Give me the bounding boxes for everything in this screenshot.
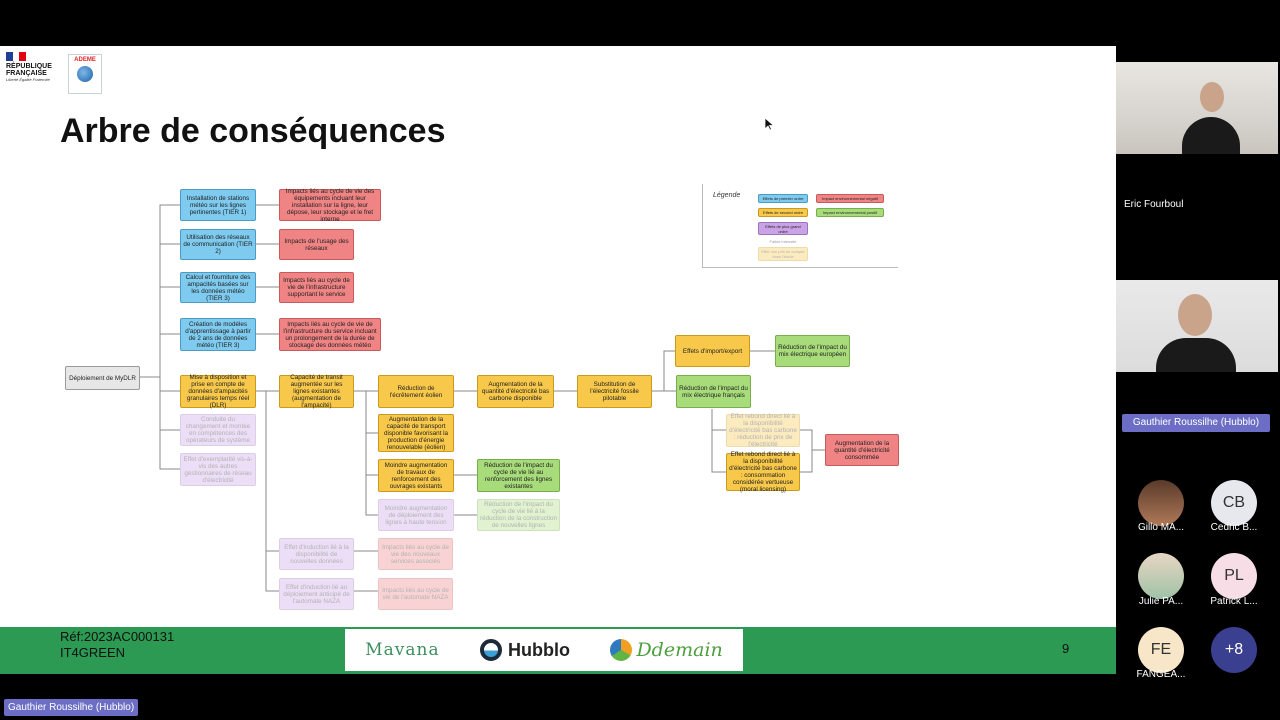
- republique-francaise-logo: RÉPUBLIQUE FRANÇAISE Liberté Égalité Fra…: [6, 52, 60, 96]
- participant-name-gillo: Gillo MA...: [1137, 522, 1185, 533]
- slide-title: Arbre de conséquences: [60, 112, 446, 150]
- legend-item-non-pris-en-compte: Effet non pris en compte dans l'étude: [758, 247, 808, 261]
- slide-footer: Réf:2023AC000131 IT4GREEN Mavana Hubblo …: [0, 627, 1116, 674]
- node-moindre-deploiement: Moindre augmentation de déploiement des …: [378, 499, 454, 531]
- node-induction-naza: Effet d'induction lié au déploiement ant…: [279, 578, 354, 610]
- legend: Légende Effets de premier ordre Impact e…: [702, 184, 898, 268]
- node-reduction-mix-francais: Réduction de l'impact du mix électrique …: [676, 375, 751, 408]
- node-induction-donnees: Effet d'induction lié à la disponibilité…: [279, 538, 354, 570]
- node-reseaux-communication: Utilisation des réseaux de communication…: [180, 229, 256, 260]
- participant-name-patrick: Patrick L...: [1210, 596, 1258, 607]
- avatar-gillo[interactable]: [1138, 480, 1184, 526]
- presenter-name-label: Gauthier Roussilhe (Hubblo): [4, 699, 139, 716]
- node-impacts-infrastructure: Impacts liés au cycle de vie de l'infras…: [279, 272, 354, 303]
- slide-page-number: 9: [1062, 641, 1070, 656]
- consequence-tree-connectors: [140, 204, 825, 592]
- node-reduction-ecretement: Réduction de l'écrêtement éolien: [378, 375, 454, 408]
- legend-item-second-ordre: Effets de second ordre: [758, 208, 808, 217]
- person-silhouette: [1182, 117, 1240, 154]
- node-augmentation-consommation: Augmentation de la quantité d'électricit…: [825, 434, 899, 466]
- node-stations-meteo: Installation de stations météo sur les l…: [180, 189, 256, 221]
- legend-item-faible-intensite: Faible intensité: [769, 238, 797, 244]
- legend-item-premier-ordre: Effets de premier ordre: [758, 194, 808, 203]
- ddemain-logo: Ddemain: [610, 639, 723, 661]
- video-tile-gauthier[interactable]: [1116, 280, 1278, 372]
- node-rebond-prix: Effet rebond direct lié à la disponibili…: [726, 413, 800, 448]
- node-quantite-bas-carbone: Augmentation de la quantité d'électricit…: [477, 375, 554, 408]
- node-substitution-fossile: Substitution de l'électricité fossile pi…: [577, 375, 652, 408]
- node-conduite-changement: Conduite du changement et montée en comp…: [180, 414, 256, 446]
- avatar-cedric[interactable]: CB: [1211, 480, 1257, 526]
- shared-slide: RÉPUBLIQUE FRANÇAISE Liberté Égalité Fra…: [0, 46, 1116, 674]
- video-tile-eric[interactable]: [1116, 62, 1278, 154]
- node-reduction-mix-europeen: Réduction de l'impact du mix électrique …: [775, 335, 850, 367]
- participant-name-cedric: Cedric B...: [1210, 522, 1258, 533]
- legend-item-plus-grand-ordre: Effets de plus grand ordre: [758, 222, 808, 235]
- node-modeles-apprentissage: Création de modèles d'apprentissage à pa…: [180, 318, 256, 351]
- avatar-patrick[interactable]: PL: [1211, 553, 1257, 599]
- legend-item-impact-positif: Impact environnemental positif: [816, 208, 884, 217]
- avatar-fangea[interactable]: FE: [1138, 627, 1184, 673]
- legend-item-impact-negatif: Impact environnemental négatif: [816, 194, 884, 203]
- person-silhouette: [1156, 338, 1236, 372]
- node-moindre-travaux: Moindre augmentation de travaux de renfo…: [378, 459, 454, 492]
- more-participants-button[interactable]: +8: [1211, 627, 1257, 673]
- partner-logos: Mavana Hubblo Ddemain: [345, 629, 743, 671]
- node-calcul-ampacites: Calcul et fourniture des ampacités basée…: [180, 272, 256, 303]
- node-impacts-reseaux: Impacts de l'usage des réseaux: [279, 229, 354, 260]
- participant-name-julie: Julie PA...: [1138, 596, 1184, 607]
- node-effet-exemplarite: Effet d'exemplarité vis-à-vis des autres…: [180, 453, 256, 486]
- hubblo-logo: Hubblo: [480, 639, 570, 661]
- avatar-julie[interactable]: [1138, 553, 1184, 599]
- participant-name-eric: Eric Fourboul: [1124, 199, 1184, 210]
- mavana-logo: Mavana: [365, 640, 440, 660]
- node-impacts-equipements: Impacts liés au cycle de vie des équipem…: [279, 188, 381, 223]
- participant-name-fangea: FANGEA...: [1136, 669, 1186, 680]
- node-reduction-cycle-renforcement: Réduction de l'impact du cycle de vie li…: [477, 459, 560, 492]
- node-root-mydlr: Déploiement de MyDLR: [65, 366, 140, 390]
- node-rebond-moral-licensing: Effet rebond direct lié à la disponibili…: [726, 451, 800, 493]
- node-augmentation-capacite: Augmentation de la capacité de transport…: [378, 414, 454, 452]
- node-impacts-nouveaux-services: Impacts liés au cycle de vie des nouveau…: [378, 538, 453, 570]
- active-speaker-label: Gauthier Roussilhe (Hubblo): [1122, 414, 1270, 432]
- legend-title: Légende: [713, 192, 741, 199]
- node-capacite-transit: Capacité de transit augmentée sur les li…: [279, 374, 354, 409]
- footer-reference: Réf:2023AC000131 IT4GREEN: [60, 629, 175, 660]
- node-impacts-stockage: Impacts liés au cycle de vie de l'infras…: [279, 318, 381, 351]
- node-impacts-naza: Impacts liés au cycle de vie de l'automa…: [378, 578, 453, 610]
- node-mise-a-disposition-dlr: Mise à disposition et prise en compte de…: [180, 374, 256, 409]
- ademe-logo: ADEME: [68, 54, 102, 94]
- node-reduction-cycle-construction: Réduction de l'impact du cycle de vie li…: [477, 499, 560, 531]
- node-import-export: Effets d'import/export: [675, 335, 750, 367]
